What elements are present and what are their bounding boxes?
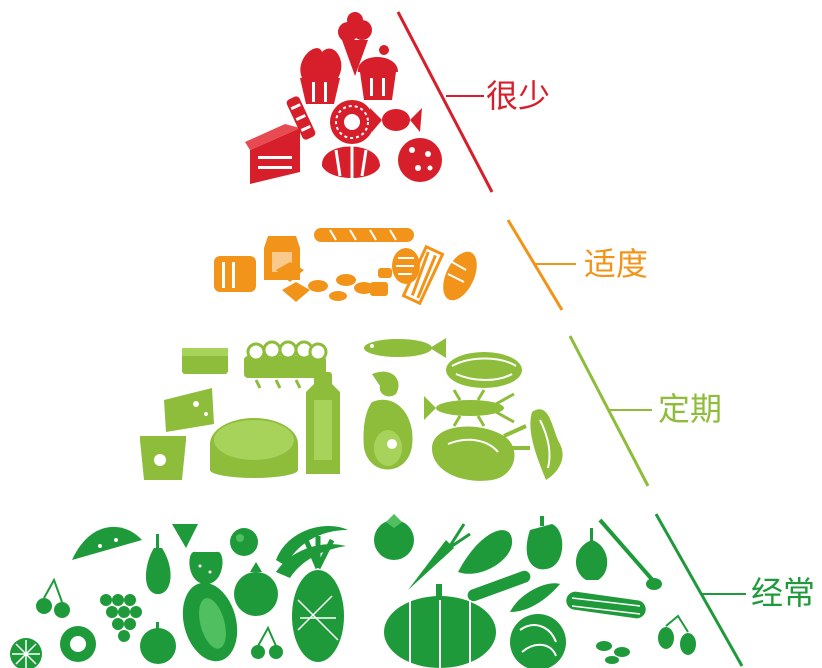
peanuts-icon <box>308 274 374 301</box>
papaya-icon <box>182 582 238 662</box>
cupcake-icon <box>300 48 342 104</box>
pumpkin-icon <box>384 584 496 668</box>
cherries-icon <box>36 577 70 618</box>
candy-icon <box>370 108 422 132</box>
peas-icon <box>510 583 560 612</box>
apple-icon <box>140 622 176 664</box>
cabbage-icon <box>510 614 566 668</box>
eggs-icon <box>244 340 328 389</box>
orange-icon <box>230 528 258 556</box>
fish-steak-icon <box>446 352 522 388</box>
bun-icon <box>443 251 477 301</box>
muffin-icon <box>357 45 398 100</box>
tier-label-moderately: 适度 <box>584 245 649 283</box>
butter-icon <box>182 348 228 374</box>
tier-4-foods <box>10 514 696 668</box>
baguette-icon <box>314 228 414 242</box>
ham-icon <box>363 399 413 470</box>
tier-2-foods <box>214 228 477 306</box>
bacon-icon <box>530 409 563 480</box>
strawberry-icon <box>172 524 223 584</box>
corn-icon <box>566 591 646 619</box>
grapes-icon <box>100 594 142 642</box>
olives-icon <box>658 614 696 655</box>
garlic-icon <box>575 528 608 580</box>
banana-icon <box>276 525 348 578</box>
bread-loaf-icon <box>214 256 256 292</box>
tomato-icon <box>374 514 414 560</box>
pomegranate-icon <box>234 562 278 616</box>
pineapple-icon <box>292 536 344 662</box>
watermelon-icon <box>72 526 142 560</box>
breadsticks-icon <box>401 244 445 306</box>
cheese-wedge-icon <box>164 388 214 432</box>
croissant-icon <box>321 146 380 178</box>
cookie-icon <box>398 138 442 182</box>
tier-4-divider <box>654 513 744 667</box>
cucumber-icon <box>467 570 531 602</box>
tier-1-foods <box>245 12 442 184</box>
yogurt-icon <box>140 436 186 480</box>
ice-cream-cone-icon <box>338 12 372 76</box>
cake-slice-icon <box>245 124 300 184</box>
tier-label-rarely: 很少 <box>486 77 551 115</box>
doughnut-icon <box>330 100 374 144</box>
tier-label-often: 经常 <box>751 574 816 612</box>
beans-icon <box>596 641 630 664</box>
lemon-icon <box>10 638 42 668</box>
candy-stick-icon <box>286 96 316 140</box>
tier-3-divider <box>568 335 650 487</box>
fish-icon <box>364 338 446 358</box>
milk-bottle-icon <box>306 372 340 474</box>
roast-chicken-icon <box>431 424 530 481</box>
eggplant-icon <box>458 530 513 574</box>
crackers-icon <box>370 268 392 296</box>
pear-icon <box>145 534 171 595</box>
cheese-wheel-icon <box>210 418 298 478</box>
tier-label-regularly: 定期 <box>658 390 723 428</box>
pepper-icon <box>526 516 563 570</box>
spring-onion-icon <box>598 518 662 590</box>
cherry-pair-icon <box>251 625 283 659</box>
carrot-icon <box>408 523 471 590</box>
tier-1-divider <box>396 11 494 193</box>
tier-3-foods <box>140 338 563 481</box>
pasta-icon <box>276 262 310 302</box>
shrimp-icon <box>372 371 399 397</box>
lobster-icon <box>424 389 515 427</box>
kiwi-icon <box>60 626 96 662</box>
